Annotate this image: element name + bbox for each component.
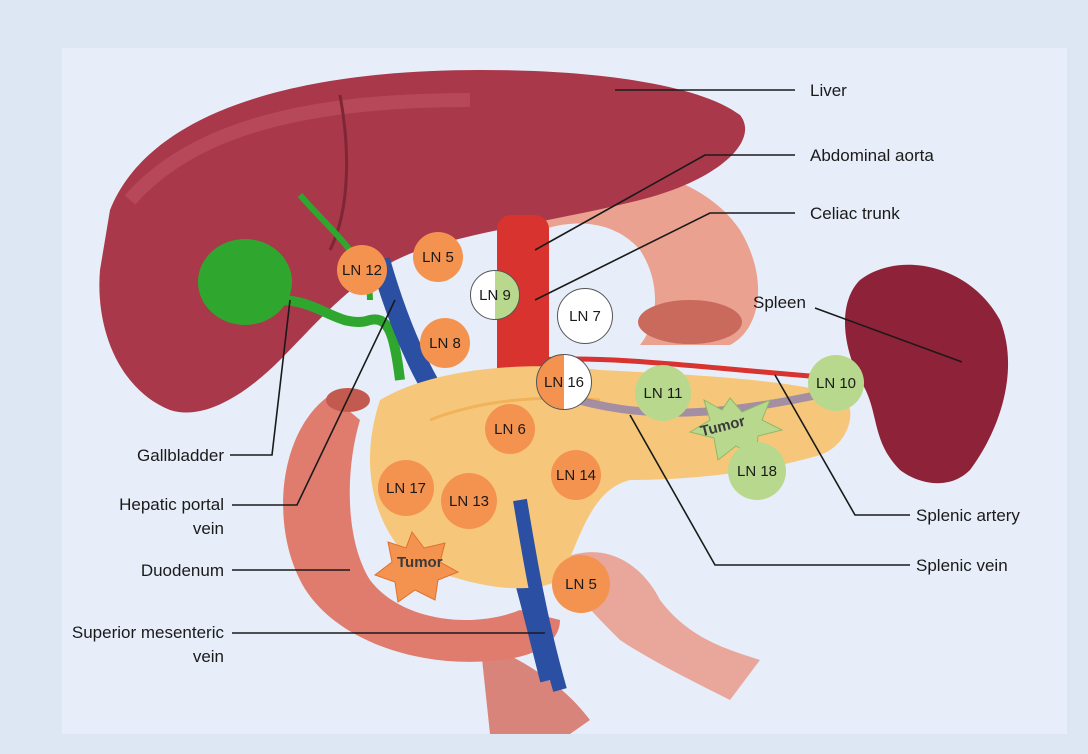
label-abdominal-aorta: Abdominal aorta bbox=[810, 145, 934, 167]
label-smv-line2: vein bbox=[20, 646, 224, 668]
lymph-node-14: LN 14 bbox=[551, 450, 601, 500]
lymph-node-8: LN 8 bbox=[420, 318, 470, 368]
lymph-node-16: LN 16 bbox=[536, 354, 592, 410]
lymph-node-18: LN 18 bbox=[728, 442, 786, 500]
lymph-node-10: LN 10 bbox=[808, 355, 864, 411]
label-hepatic-portal-vein-line2: vein bbox=[60, 518, 224, 540]
lymph-node-11: LN 11 bbox=[635, 365, 691, 421]
lymph-node-9: LN 9 bbox=[470, 270, 520, 320]
lymph-node-17: LN 17 bbox=[378, 460, 434, 516]
label-splenic-artery: Splenic artery bbox=[916, 505, 1020, 527]
gallbladder-shape bbox=[198, 239, 292, 325]
lymph-node-5-lower: LN 5 bbox=[552, 555, 610, 613]
label-liver: Liver bbox=[810, 80, 847, 102]
label-hepatic-portal-vein-line1: Hepatic portal bbox=[60, 494, 224, 516]
label-spleen: Spleen bbox=[753, 292, 806, 314]
lymph-node-7: LN 7 bbox=[557, 288, 613, 344]
lymph-node-5-upper: LN 5 bbox=[413, 232, 463, 282]
label-smv-line1: Superior mesenteric bbox=[20, 622, 224, 644]
label-gallbladder: Gallbladder bbox=[80, 445, 224, 467]
label-celiac-trunk: Celiac trunk bbox=[810, 203, 900, 225]
lymph-node-6: LN 6 bbox=[485, 404, 535, 454]
tumor-head-label: Tumor bbox=[397, 554, 443, 571]
label-duodenum: Duodenum bbox=[60, 560, 224, 582]
arch-opening bbox=[638, 300, 742, 344]
label-splenic-vein: Splenic vein bbox=[916, 555, 1008, 577]
lymph-node-13: LN 13 bbox=[441, 473, 497, 529]
lymph-node-12: LN 12 bbox=[337, 245, 387, 295]
